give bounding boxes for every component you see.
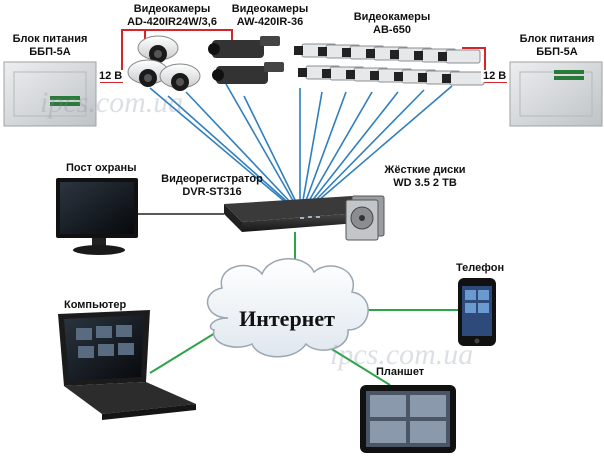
- hdd-label: Жёсткие диски WD 3.5 2 TB: [380, 164, 470, 190]
- voltage-label-right: 12 В: [481, 70, 509, 82]
- internet-label: Интернет: [239, 306, 335, 331]
- power-cables: [100, 29, 507, 83]
- dvr-model: DVR-ST316: [182, 186, 242, 198]
- camera-cable: [243, 95, 299, 207]
- psu-right-label: Блок питания ББП-5А: [512, 33, 602, 59]
- camera-cable: [303, 91, 347, 207]
- bullet-cameras: [208, 36, 284, 84]
- phone-device: [458, 278, 496, 346]
- psu-left-label: Блок питания ББП-5А: [4, 33, 96, 59]
- laptop-computer: [58, 310, 196, 420]
- voltage-label-left: 12 В: [97, 70, 125, 82]
- hdd-title: Жёсткие диски: [384, 164, 466, 176]
- camera-cable: [301, 91, 323, 207]
- psu-right-title: Блок питания: [519, 33, 595, 45]
- watermark: ipcs.com.ua: [330, 338, 474, 371]
- dome-cameras-title: Видеокамеры: [133, 3, 211, 15]
- bullet-camera: [212, 62, 284, 84]
- bullet-cameras-model: AW-420IR-36: [236, 16, 304, 28]
- power-cable-left: [100, 29, 146, 83]
- power-supply-right: [509, 61, 603, 127]
- internet-cloud: Интернет: [206, 258, 369, 358]
- psu-right-model: ББП-5А: [536, 46, 578, 58]
- computer-label: Компьютер: [64, 299, 127, 311]
- power-cable-left-branch: [145, 29, 233, 40]
- camera-cable: [167, 95, 293, 207]
- dome-cameras: [127, 35, 201, 91]
- box-cameras-model: АВ-650: [373, 24, 411, 36]
- camera-cable: [225, 83, 297, 207]
- camera-cable: [311, 85, 453, 207]
- camera-cable: [185, 91, 295, 207]
- bullet-cameras-title: Видеокамеры: [231, 3, 309, 15]
- box-cameras-title: Видеокамеры: [353, 11, 431, 23]
- guard-monitor: [56, 178, 138, 255]
- camera-cable: [149, 87, 291, 207]
- bullet-cameras-label: Видеокамеры AW-420IR-36: [222, 3, 318, 29]
- camera-cable: [305, 91, 373, 207]
- dvr-label: Видеорегистратор DVR-ST316: [158, 173, 266, 199]
- power-cable-right: [462, 47, 507, 83]
- tablet-label: Планшет: [376, 366, 425, 378]
- box-cameras-label: Видеокамеры АВ-650: [342, 11, 442, 37]
- camera-cables: [149, 83, 453, 207]
- camera-cable: [309, 89, 425, 207]
- dome-cameras-model: AD-420IR24W/3,6: [127, 16, 217, 28]
- network-cable-tablet: [329, 347, 391, 386]
- dvr-title: Видеорегистратор: [161, 173, 263, 185]
- box-camera: [438, 49, 481, 64]
- dvr-device: [224, 196, 370, 232]
- tablet-device: [360, 385, 456, 453]
- box-cameras: [294, 43, 485, 86]
- hdd-model: WD 3.5 2 TB: [393, 177, 457, 189]
- dome-cameras-label: Видеокамеры AD-420IR24W/3,6: [112, 3, 232, 29]
- bullet-camera: [208, 36, 280, 58]
- psu-left-model: ББП-5А: [29, 46, 71, 58]
- psu-left-title: Блок питания: [12, 33, 88, 45]
- dome-camera: [137, 35, 179, 63]
- network-cable-computer: [149, 329, 221, 374]
- guard-post-label: Пост охраны: [66, 162, 137, 174]
- power-supply-left: [3, 61, 97, 127]
- watermark: ipcs.com.ua: [40, 86, 184, 119]
- camera-cable: [307, 91, 399, 207]
- phone-label: Телефон: [456, 262, 505, 274]
- dome-camera: [159, 63, 201, 91]
- hard-disks: [345, 195, 385, 241]
